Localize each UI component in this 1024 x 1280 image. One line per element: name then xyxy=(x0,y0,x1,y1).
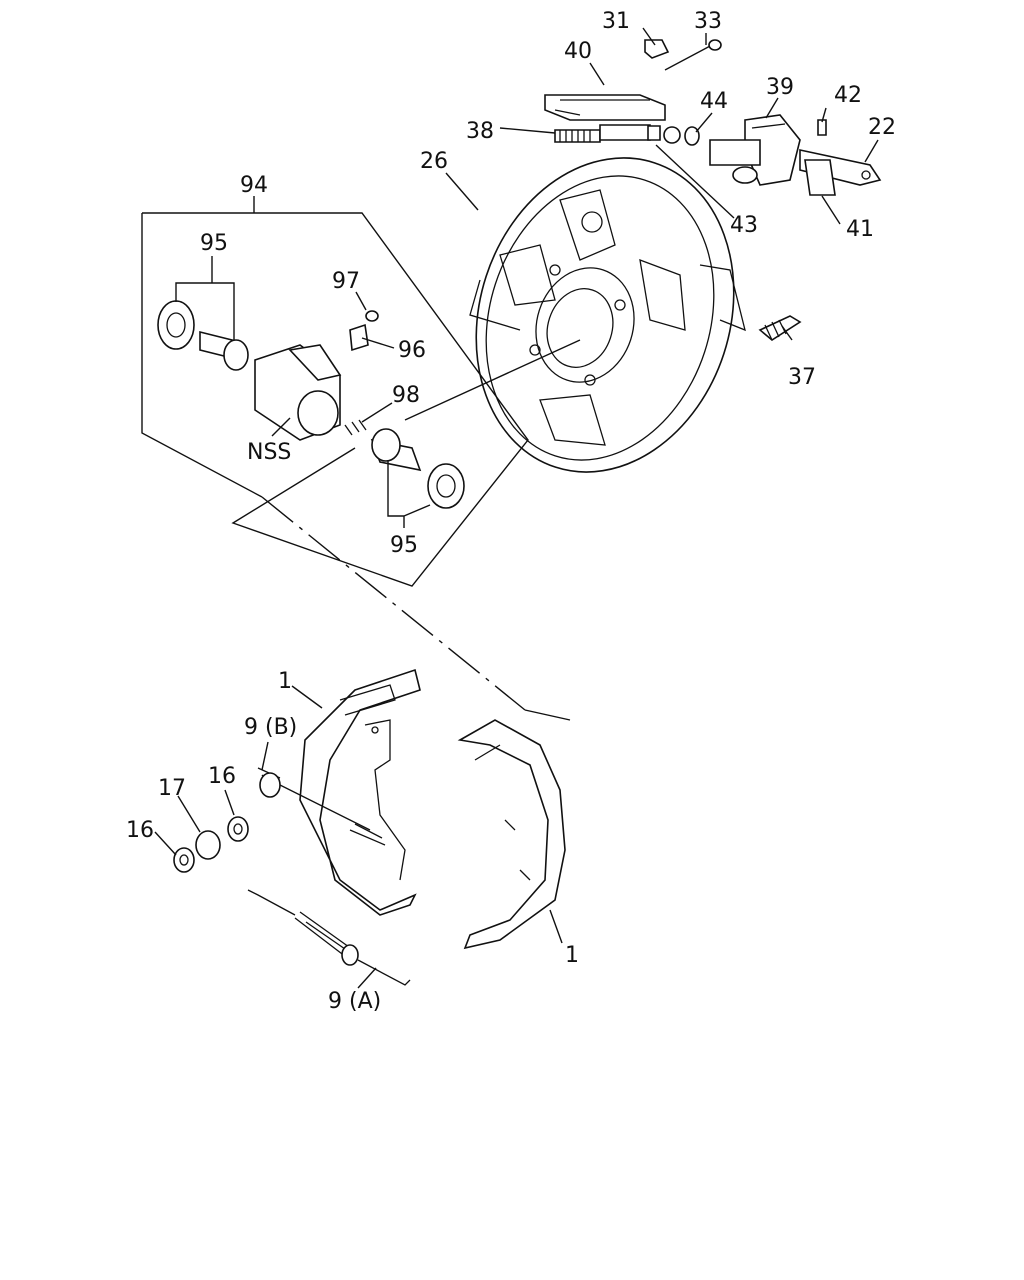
wheel-cylinder-kit xyxy=(141,212,529,587)
label-33: 33 xyxy=(694,9,722,34)
label-1-lower: 1 xyxy=(565,943,579,968)
label-98: 98 xyxy=(392,383,420,408)
brake-shoe-left xyxy=(299,668,421,916)
label-37: 37 xyxy=(788,365,816,390)
backing-plate xyxy=(469,157,746,473)
kit-lower-edge xyxy=(524,709,571,721)
label-16-right: 16 xyxy=(208,764,236,789)
centerline-lower xyxy=(261,496,526,711)
springs-washers xyxy=(173,767,411,986)
label-16-left: 16 xyxy=(126,818,154,843)
spring-37 xyxy=(758,315,802,341)
label-39: 39 xyxy=(766,75,794,100)
label-44: 44 xyxy=(700,89,728,114)
label-42: 42 xyxy=(834,83,862,108)
label-9b: 9 (B) xyxy=(244,715,297,740)
label-31: 31 xyxy=(602,9,630,34)
label-9a: 9 (A) xyxy=(328,989,381,1014)
label-26: 26 xyxy=(420,149,448,174)
label-41: 41 xyxy=(846,217,874,242)
label-95-bottom: 95 xyxy=(390,533,418,558)
label-22: 22 xyxy=(868,115,896,140)
label-96: 96 xyxy=(398,338,426,363)
adjuster-assembly xyxy=(544,39,722,146)
label-1-upper: 1 xyxy=(278,669,292,694)
callout-labels: 31 33 40 44 39 42 22 38 26 43 41 94 95 9… xyxy=(126,9,896,1014)
label-17: 17 xyxy=(158,776,186,801)
label-43: 43 xyxy=(730,213,758,238)
brake-shoe-right xyxy=(457,719,566,950)
label-nss: NSS xyxy=(247,440,291,465)
label-94: 94 xyxy=(240,173,268,198)
centerline-upper xyxy=(404,339,581,421)
leader-lines xyxy=(154,27,879,989)
label-97: 97 xyxy=(332,269,360,294)
label-95-top: 95 xyxy=(200,231,228,256)
label-38: 38 xyxy=(466,119,494,144)
parking-lever-assembly xyxy=(709,114,882,196)
label-40: 40 xyxy=(564,39,592,64)
